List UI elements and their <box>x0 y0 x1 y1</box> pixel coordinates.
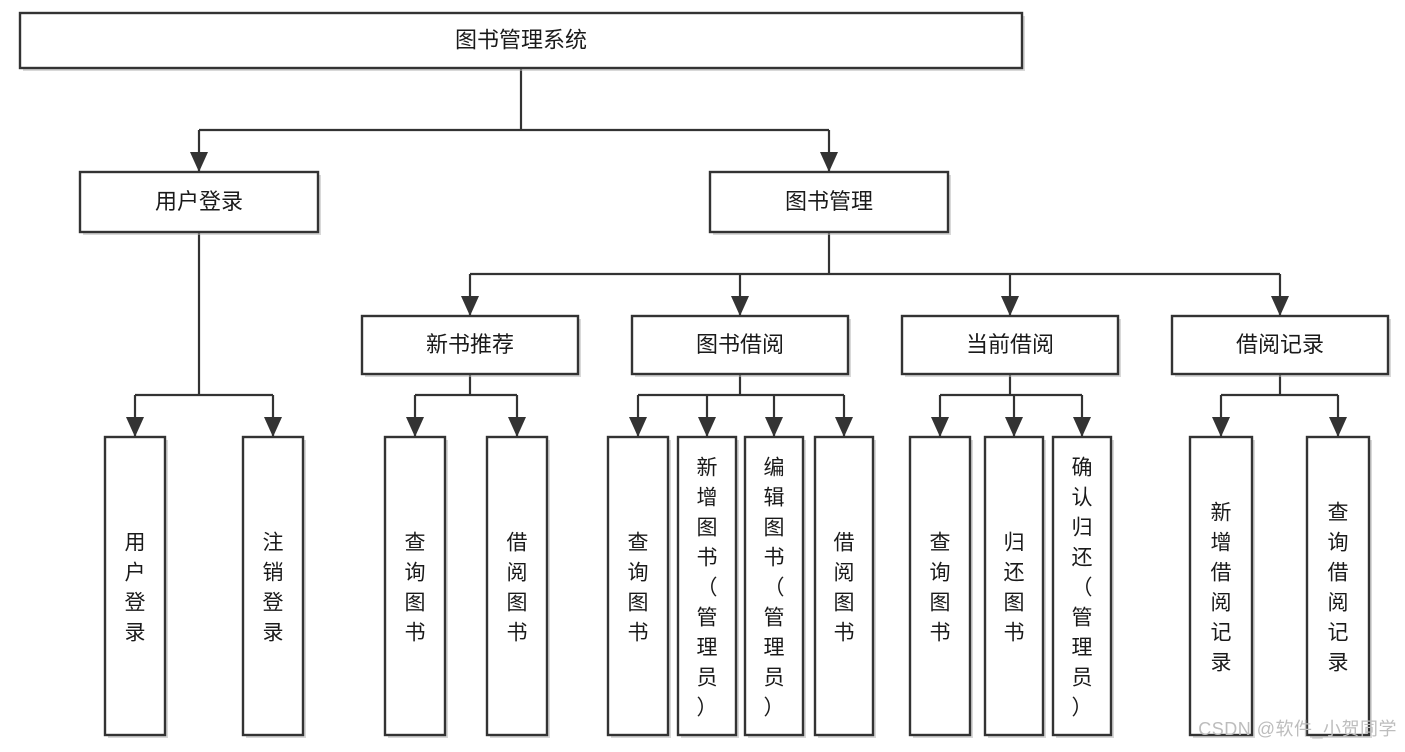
node-leaf-return-book[interactable]: 归还图书 <box>983 435 1046 738</box>
arrow-head-icon <box>765 417 783 437</box>
arrow-head-icon <box>698 417 716 437</box>
node-leaf-add-borrow-record[interactable]: 新增借阅记录 <box>1188 435 1255 738</box>
node-rect <box>78 170 320 234</box>
node-rect <box>606 435 670 737</box>
arrow-head-icon <box>264 417 282 437</box>
node-label: 归还图书 <box>1004 531 1025 644</box>
node-rect <box>983 435 1045 737</box>
node-leaf-edit-book-admin[interactable]: 编辑图书（管理员） <box>743 435 806 738</box>
arrow-head-icon <box>931 417 949 437</box>
node-leaf-user-login[interactable]: 用户登录 <box>103 435 168 738</box>
node-label: 查询图书 <box>930 531 951 644</box>
node-rect <box>908 435 972 737</box>
arrow-head-icon <box>731 296 749 316</box>
edge-group-book-management <box>461 232 1289 316</box>
edge-group-borrow-record <box>1212 374 1347 437</box>
node-rect <box>676 435 738 737</box>
arrow-head-icon <box>126 417 144 437</box>
node-leaf-add-book-admin[interactable]: 新增图书（管理员） <box>676 435 739 738</box>
node-leaf-borrow-book-2[interactable]: 借阅图书 <box>813 435 876 738</box>
arrow-head-icon <box>1329 417 1347 437</box>
node-rect <box>900 314 1120 376</box>
node-rect <box>103 435 167 737</box>
node-book-borrow[interactable]: 图书借阅 <box>630 314 851 377</box>
node-label: 注销登录 <box>263 531 284 644</box>
arrow-head-icon <box>629 417 647 437</box>
node-rect <box>383 435 447 737</box>
edge-group-new-book-recommend <box>406 374 526 437</box>
node-label: 用户登录 <box>125 531 146 644</box>
arrow-head-icon <box>820 152 838 172</box>
node-borrow-record[interactable]: 借阅记录 <box>1170 314 1391 377</box>
arrow-head-icon <box>1212 417 1230 437</box>
node-label: 新增图书（管理员） <box>697 456 718 719</box>
node-leaf-confirm-return-admin[interactable]: 确认归还（管理员） <box>1051 435 1114 738</box>
arrow-head-icon <box>835 417 853 437</box>
node-rect <box>1188 435 1254 737</box>
arrow-head-icon <box>1073 417 1091 437</box>
edge-group-user-login <box>126 232 282 437</box>
node-label: 编辑图书（管理员） <box>764 456 785 719</box>
node-label: 图书管理 <box>785 189 873 214</box>
node-current-borrow[interactable]: 当前借阅 <box>900 314 1121 377</box>
edge-group-root <box>190 68 838 172</box>
node-label: 查询图书 <box>405 531 426 644</box>
arrow-head-icon <box>1271 296 1289 316</box>
node-rect <box>1170 314 1390 376</box>
node-rect <box>360 314 580 376</box>
node-leaf-query-book-1[interactable]: 查询图书 <box>383 435 448 738</box>
node-label: 查询借阅记录 <box>1328 501 1349 674</box>
node-rect <box>708 170 950 234</box>
arrow-head-icon <box>406 417 424 437</box>
arrow-head-icon <box>461 296 479 316</box>
node-label: 借阅记录 <box>1236 332 1324 357</box>
nodes-layer: 图书管理系统用户登录图书管理新书推荐图书借阅当前借阅借阅记录用户登录注销登录查询… <box>18 11 1391 738</box>
node-rect <box>241 435 305 737</box>
arrow-head-icon <box>1001 296 1019 316</box>
node-leaf-logout-login[interactable]: 注销登录 <box>241 435 306 738</box>
node-rect <box>485 435 549 737</box>
arrow-head-icon <box>508 417 526 437</box>
node-book-management[interactable]: 图书管理 <box>708 170 951 235</box>
node-root[interactable]: 图书管理系统 <box>18 11 1025 71</box>
node-label: 新增借阅记录 <box>1211 501 1232 674</box>
node-rect <box>630 314 850 376</box>
node-label: 确认归还（管理员） <box>1072 456 1093 719</box>
node-label: 新书推荐 <box>426 332 514 357</box>
node-user-login[interactable]: 用户登录 <box>78 170 321 235</box>
arrow-head-icon <box>1005 417 1023 437</box>
node-leaf-query-book-3[interactable]: 查询图书 <box>908 435 973 738</box>
watermark-label: CSDN @软件_小贺同学 <box>1198 719 1397 739</box>
node-rect <box>743 435 805 737</box>
node-label: 借阅图书 <box>507 531 528 644</box>
node-new-book-recommend[interactable]: 新书推荐 <box>360 314 581 377</box>
node-label: 图书借阅 <box>696 332 784 357</box>
node-rect <box>1051 435 1113 737</box>
node-leaf-query-borrow-record[interactable]: 查询借阅记录 <box>1305 435 1372 738</box>
node-label: 借阅图书 <box>834 531 855 644</box>
edge-group-current-borrow <box>931 374 1091 437</box>
edge-group-book-borrow <box>629 374 853 437</box>
node-rect <box>18 11 1024 70</box>
node-leaf-borrow-book-1[interactable]: 借阅图书 <box>485 435 550 738</box>
node-label: 图书管理系统 <box>455 27 587 52</box>
node-rect <box>1305 435 1371 737</box>
node-leaf-query-book-2[interactable]: 查询图书 <box>606 435 671 738</box>
node-label: 查询图书 <box>628 531 649 644</box>
node-rect <box>813 435 875 737</box>
connectors-layer <box>126 68 1347 437</box>
arrow-head-icon <box>190 152 208 172</box>
node-label: 用户登录 <box>155 189 243 214</box>
node-label: 当前借阅 <box>966 332 1054 357</box>
